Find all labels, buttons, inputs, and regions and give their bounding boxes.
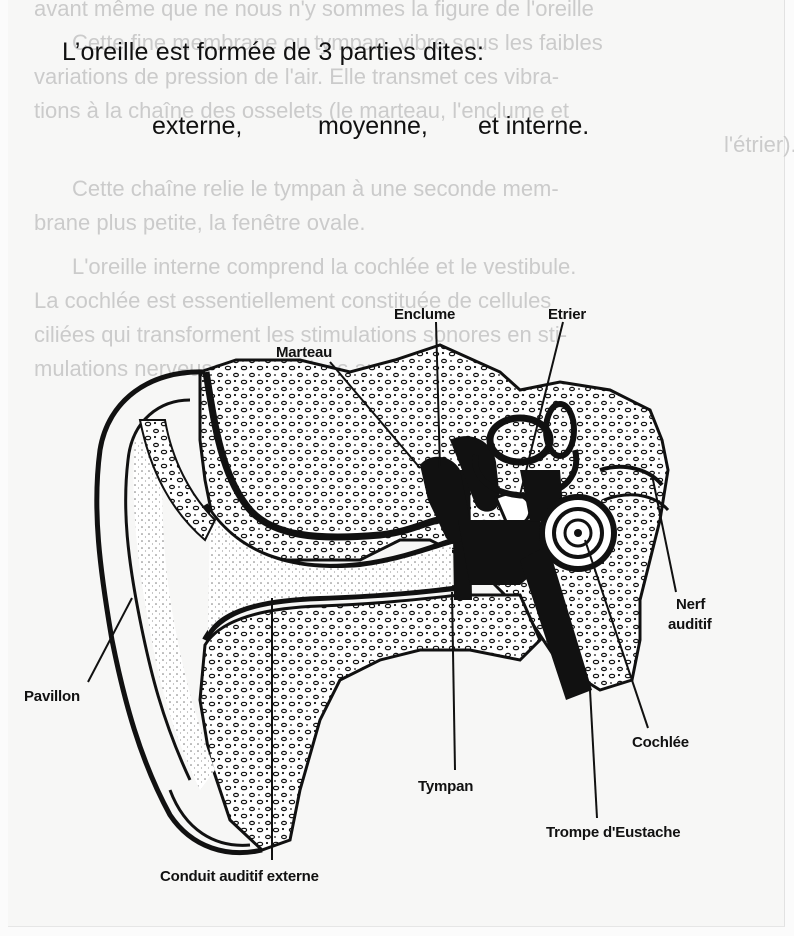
- label-trompe-eustache: Trompe d'Eustache: [546, 824, 680, 841]
- temporal-bone-lower: [200, 595, 540, 850]
- label-tympan: Tympan: [418, 778, 473, 795]
- label-nerf-line1: Nerf: [676, 596, 705, 613]
- leader-line: [590, 690, 597, 818]
- label-pavillon: Pavillon: [24, 688, 80, 705]
- label-nerf-line2: auditif: [668, 616, 712, 633]
- label-conduit-auditif-externe: Conduit auditif externe: [160, 868, 319, 885]
- cochlea: [542, 497, 614, 569]
- label-cochlee: Cochlée: [632, 734, 689, 751]
- label-enclume: Enclume: [394, 306, 455, 323]
- label-marteau: Marteau: [276, 344, 332, 361]
- leader-line: [88, 598, 132, 682]
- label-etrier: Etrier: [548, 306, 586, 323]
